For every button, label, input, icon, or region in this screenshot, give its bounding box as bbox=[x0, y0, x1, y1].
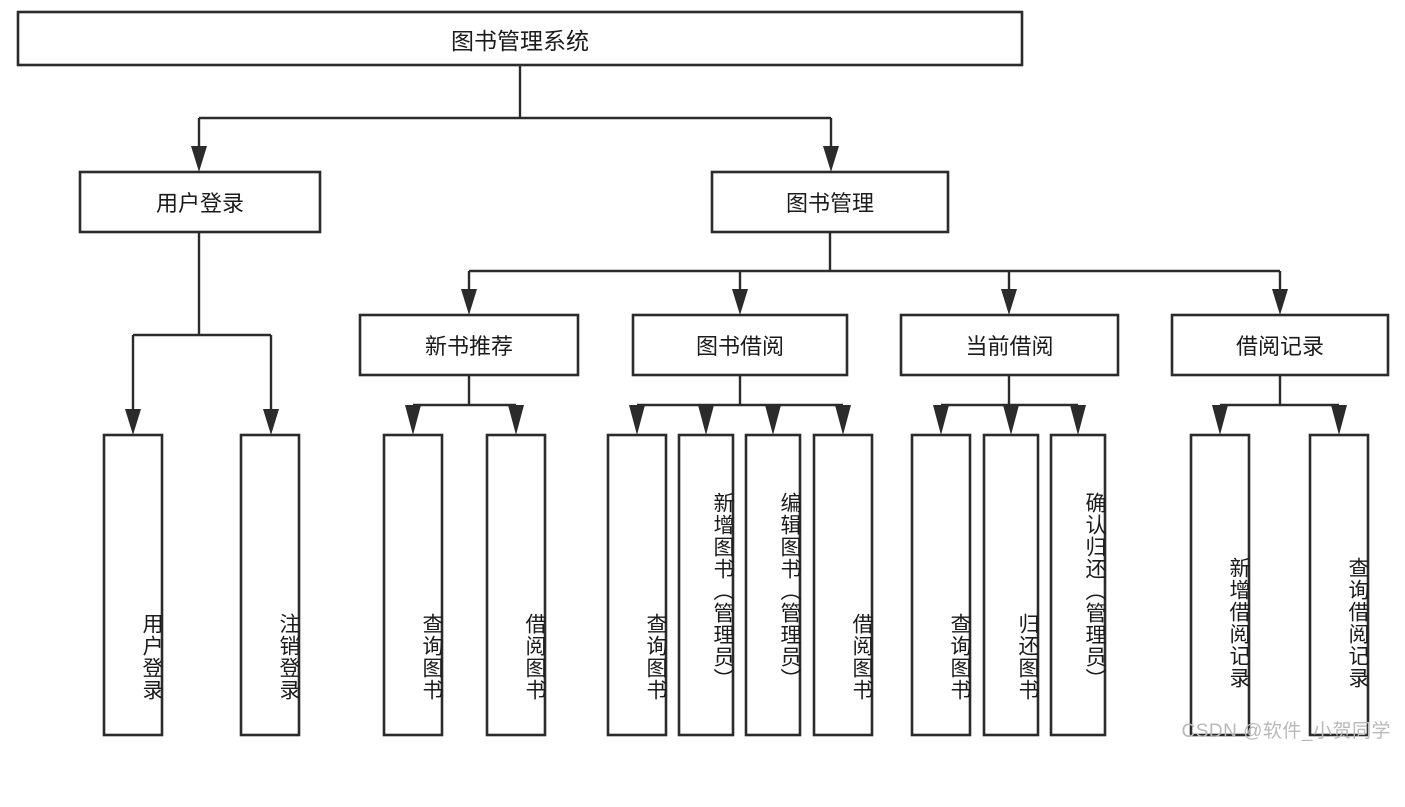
node-box-leaf-query-book-2[interactable] bbox=[606, 433, 668, 737]
node-box-leaf-borrow-book-2[interactable] bbox=[812, 433, 874, 737]
arrow-head-leaf-add-record bbox=[1212, 405, 1228, 435]
arrow-head-leaf-borrow-book-2 bbox=[835, 405, 851, 435]
node-box-leaf-confirm-return[interactable] bbox=[1049, 433, 1107, 737]
arrow-head-leaf-user-login bbox=[125, 409, 141, 435]
node-box-leaf-edit-book[interactable] bbox=[744, 433, 802, 737]
node-box-user-login[interactable] bbox=[78, 170, 322, 234]
node-box-leaf-borrow-book-1[interactable] bbox=[485, 433, 547, 737]
arrow-head-leaf-query-book-3 bbox=[933, 405, 949, 435]
node-box-leaf-add-record[interactable] bbox=[1189, 433, 1251, 737]
arrow-head-leaf-edit-book bbox=[765, 405, 781, 435]
arrow-head-user-login bbox=[191, 146, 207, 172]
node-box-leaf-user-login[interactable] bbox=[102, 433, 164, 737]
arrow-head-new-book-recommend bbox=[461, 289, 477, 315]
diagram-svg bbox=[16, 10, 1390, 737]
arrow-head-leaf-return-book bbox=[1003, 405, 1019, 435]
arrow-head-leaf-logout bbox=[263, 409, 279, 435]
node-box-book-management[interactable] bbox=[710, 170, 950, 234]
node-box-new-book-recommend[interactable] bbox=[358, 313, 580, 377]
node-box-leaf-return-book[interactable] bbox=[982, 433, 1040, 737]
arrow-head-leaf-query-book-1 bbox=[405, 405, 421, 435]
diagram-canvas: 图书管理系统 用户登录 图书管理 新书推荐 图书借阅 当前借阅 借阅记录 用户登… bbox=[16, 10, 1391, 742]
arrow-head-leaf-query-book-2 bbox=[629, 405, 645, 435]
node-box-borrow-record[interactable] bbox=[1170, 313, 1390, 377]
node-box-leaf-query-record[interactable] bbox=[1308, 433, 1370, 737]
node-box-leaf-logout[interactable] bbox=[239, 433, 301, 737]
arrow-head-leaf-confirm-return bbox=[1070, 405, 1086, 435]
arrow-head-current-borrow bbox=[1001, 289, 1017, 315]
arrow-head-book-borrow bbox=[732, 289, 748, 315]
node-box-leaf-query-book-3[interactable] bbox=[910, 433, 972, 737]
node-box-root[interactable] bbox=[16, 10, 1024, 67]
arrow-head-leaf-borrow-book-1 bbox=[508, 405, 524, 435]
arrow-head-leaf-add-book bbox=[698, 405, 714, 435]
arrow-head-book-management bbox=[823, 146, 839, 172]
node-box-book-borrow[interactable] bbox=[631, 313, 849, 377]
node-box-current-borrow[interactable] bbox=[899, 313, 1120, 377]
node-box-leaf-add-book[interactable] bbox=[677, 433, 735, 737]
arrow-head-leaf-query-record bbox=[1331, 405, 1347, 435]
arrow-head-borrow-record bbox=[1272, 289, 1288, 315]
node-box-leaf-query-book-1[interactable] bbox=[382, 433, 444, 737]
